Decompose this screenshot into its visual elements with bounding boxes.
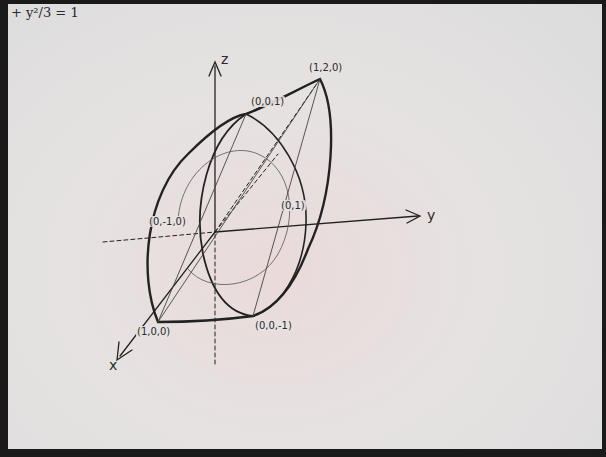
axis-label: x	[108, 358, 118, 373]
paper: + y²/3 = 1 z y x (0,0,1) (1,2,0) (0,-1,0) (0,1)…	[8, 4, 602, 449]
equation-text: + y²/3 = 1	[10, 6, 80, 20]
point-label: (1,2,0)	[308, 62, 343, 73]
axis-label: z	[220, 52, 229, 67]
axis-label: y	[426, 208, 436, 223]
point-label: (0,-1,0)	[148, 216, 187, 227]
point-label: (0,1)	[280, 200, 306, 211]
point-label: (1,0,0)	[136, 326, 171, 337]
ellipsoid-sketch	[8, 4, 602, 449]
point-label: (0,0,1)	[250, 96, 285, 107]
point-label: (0,0,-1)	[254, 320, 293, 331]
